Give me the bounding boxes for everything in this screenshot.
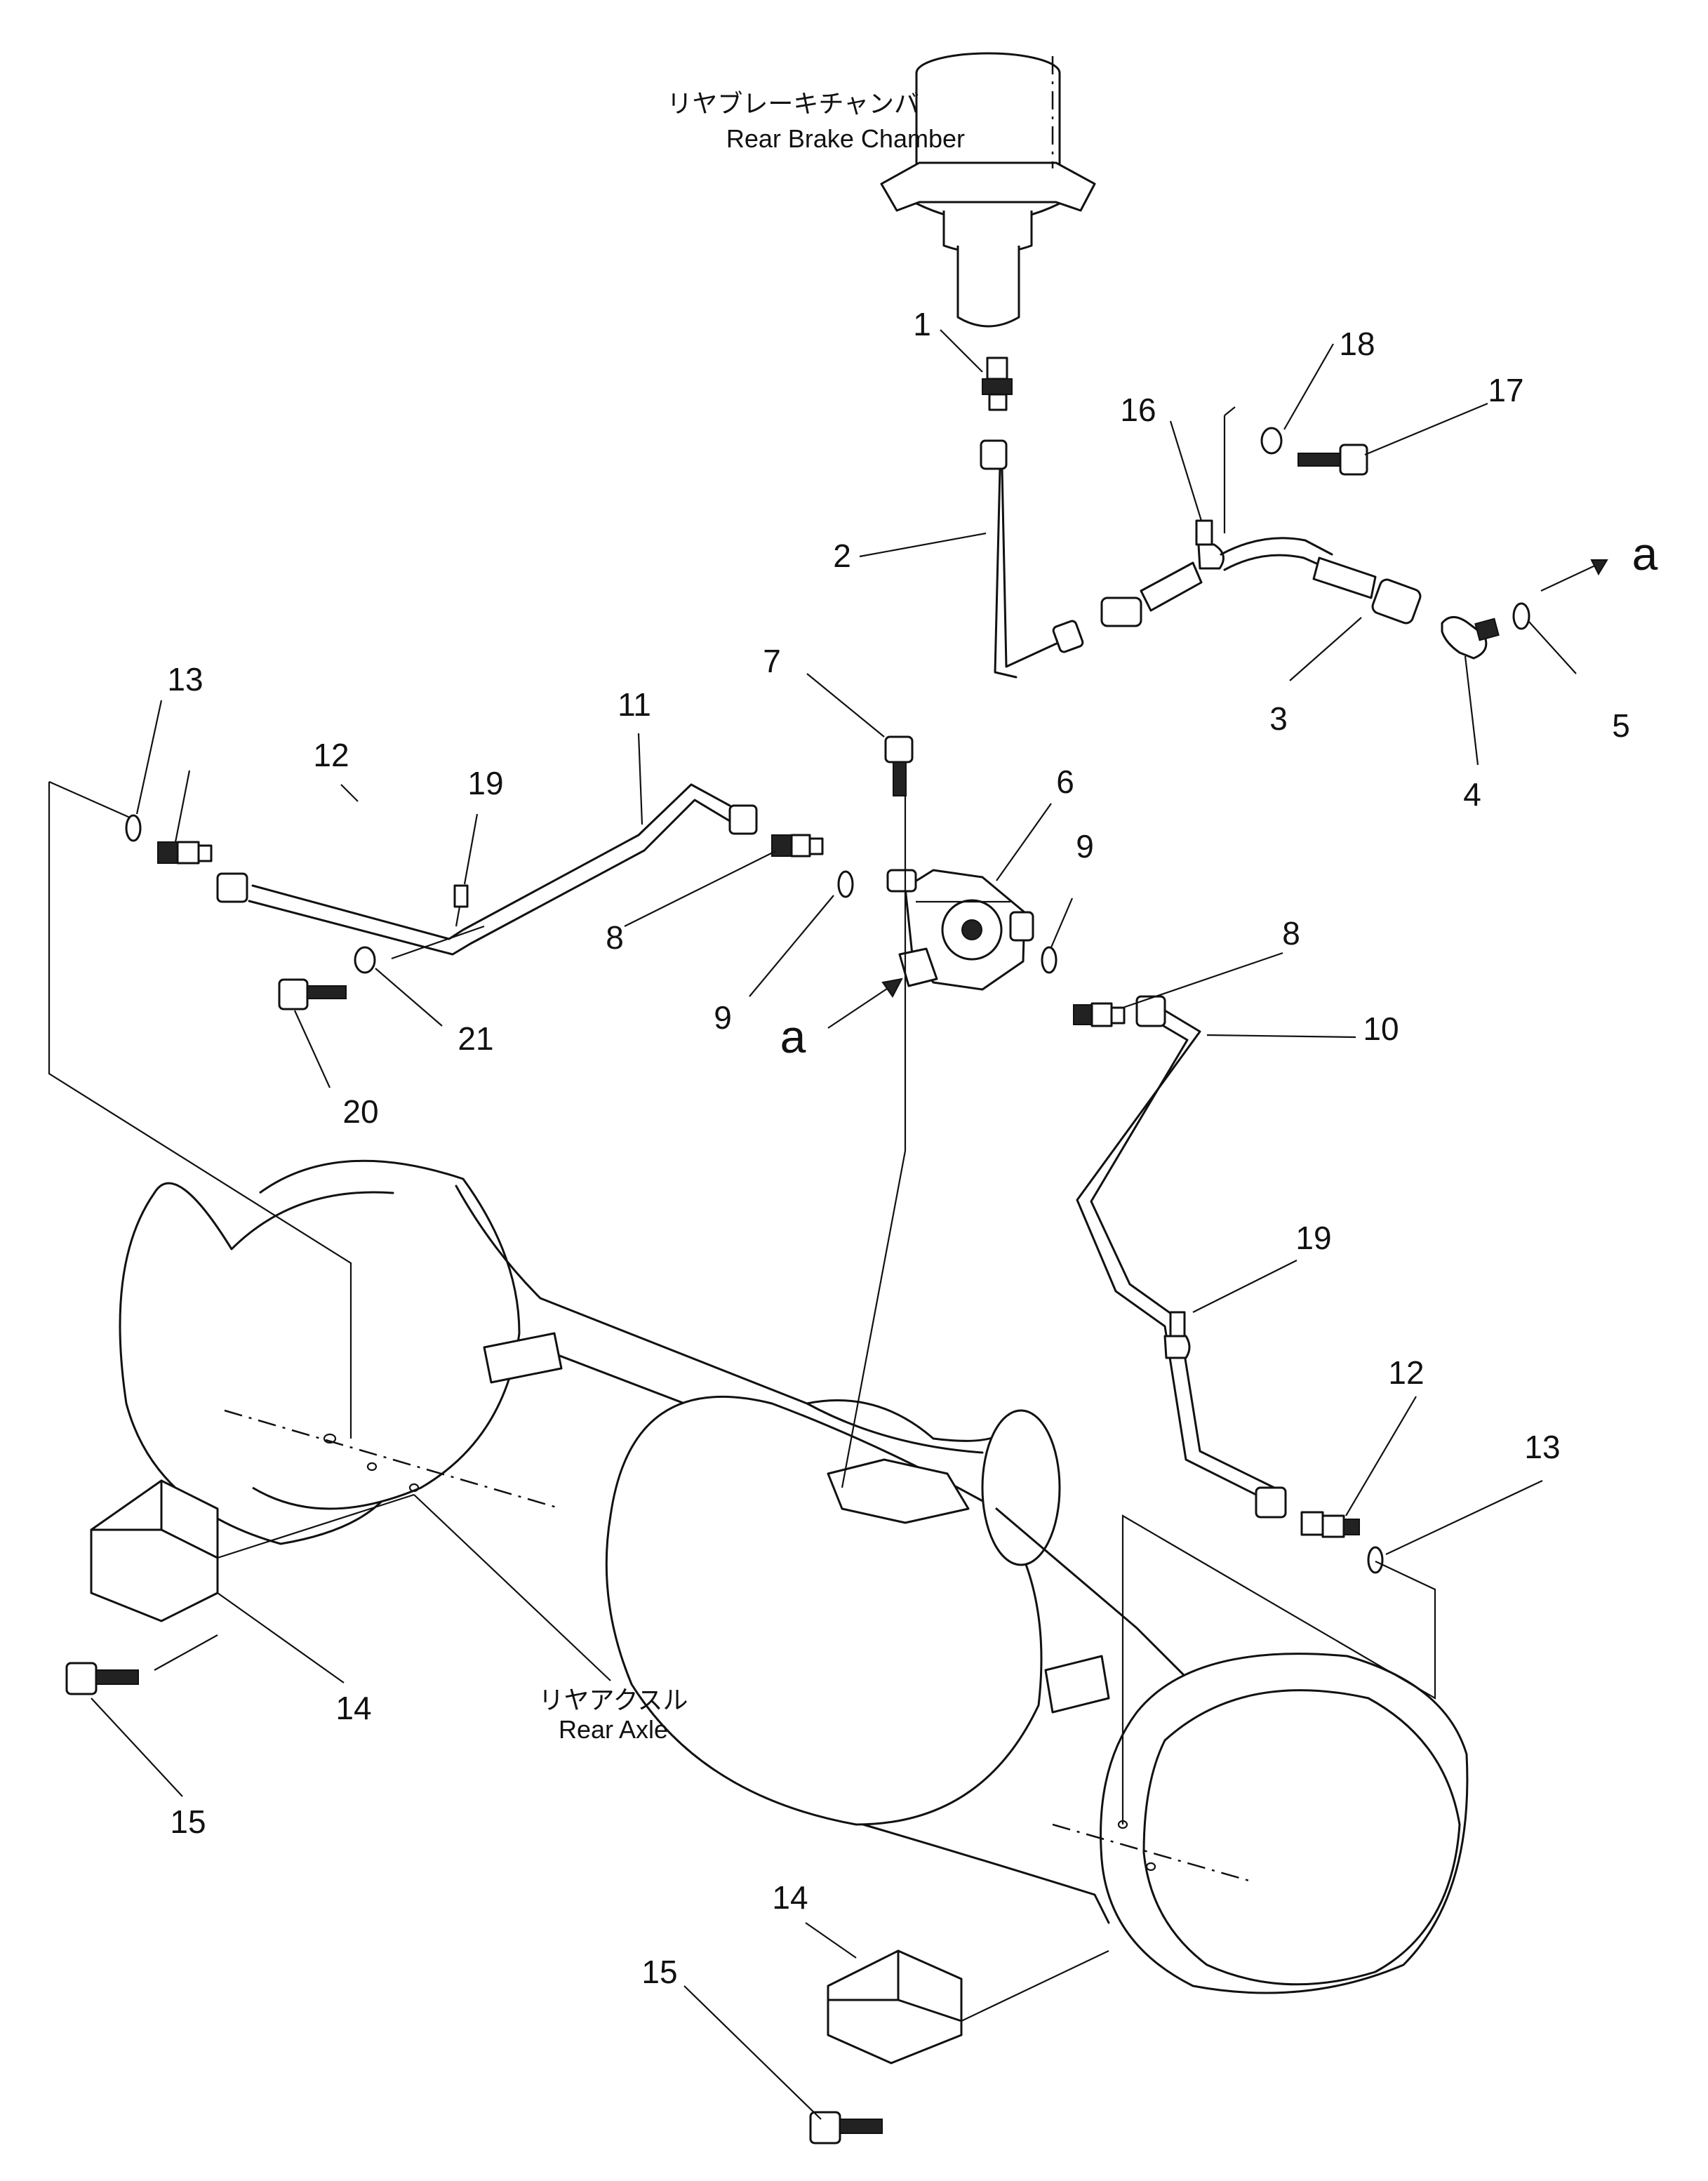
washer-18 (1260, 427, 1283, 455)
o-ring-13-right (1367, 1546, 1384, 1574)
o-ring-9-left (837, 870, 854, 898)
callout-14-left: 14 (335, 1690, 371, 1726)
o-ring-13-left (125, 814, 142, 842)
tube-11 (216, 783, 758, 956)
bolt-20 (278, 978, 347, 1011)
tube-10 (1076, 995, 1287, 1519)
bolt-17 (1297, 443, 1368, 476)
callout-17: 17 (1488, 372, 1523, 408)
fitting-1 (982, 356, 1013, 411)
callout-11: 11 (618, 686, 651, 723)
tube-2 (980, 439, 1084, 679)
rear-brake-chamber (880, 52, 1096, 328)
callout-20: 20 (342, 1093, 378, 1130)
callout-13-right: 13 (1524, 1429, 1560, 1465)
callout-15-right: 15 (641, 1954, 677, 1990)
callout-1: 1 (913, 306, 931, 342)
washer-21 (354, 946, 376, 974)
elbow-4 (1441, 616, 1500, 660)
callout-19-left: 19 (467, 765, 503, 801)
clamp-19-right (1163, 1311, 1191, 1359)
connection-mark-a-outlet: a (1632, 528, 1658, 580)
clamp-16 (1195, 406, 1236, 570)
callout-12-left: 12 (313, 737, 349, 773)
leader-lines (48, 329, 1608, 2120)
guard-14-right (827, 1949, 963, 2065)
callout-5: 5 (1612, 707, 1630, 744)
callout-21: 21 (458, 1020, 493, 1057)
guard-14-left (90, 1479, 219, 1622)
callout-4: 4 (1463, 776, 1481, 813)
callout-8-left: 8 (606, 919, 624, 956)
bolt-15-left (65, 1662, 139, 1695)
o-ring-9-right (1041, 946, 1058, 974)
rear-brake-chamber-label-jp: リヤブレーキチャンバ (667, 89, 919, 118)
callout-12-right: 12 (1388, 1354, 1424, 1391)
rear-axle (119, 1159, 1469, 1994)
fitting-12-right (1300, 1511, 1360, 1538)
callout-14-right: 14 (772, 1879, 808, 1916)
rear-axle-label-jp: リヤアクスル (538, 1686, 688, 1714)
fitting-8-left (771, 834, 824, 858)
callout-13-left: 13 (167, 661, 203, 698)
callout-10: 10 (1363, 1011, 1399, 1047)
callout-8-right: 8 (1282, 915, 1300, 952)
callout-9-right: 9 (1076, 828, 1094, 865)
clamp-19-left (453, 884, 469, 927)
callout-3: 3 (1269, 700, 1288, 737)
callout-7: 7 (763, 643, 781, 679)
rear-brake-chamber-label-en: Rear Brake Chamber (726, 124, 965, 153)
callout-19-right: 19 (1295, 1220, 1331, 1256)
callout-6: 6 (1056, 763, 1074, 800)
hose-3 (1100, 537, 1422, 627)
callout-9-left: 9 (714, 999, 732, 1036)
rear-axle-label-en: Rear Axle (559, 1715, 668, 1744)
connection-mark-a-inlet: a (780, 1011, 806, 1062)
valve-6 (886, 869, 1034, 991)
callout-15-left: 15 (170, 1803, 206, 1840)
callout-2: 2 (833, 538, 851, 574)
fitting-12-left (157, 841, 213, 865)
callout-18: 18 (1339, 326, 1375, 362)
fitting-8-right (1073, 1002, 1126, 1027)
callout-16: 16 (1120, 392, 1156, 428)
bolt-15-right (809, 2111, 883, 2145)
o-ring-5 (1512, 602, 1530, 630)
bolt-7 (884, 735, 914, 796)
